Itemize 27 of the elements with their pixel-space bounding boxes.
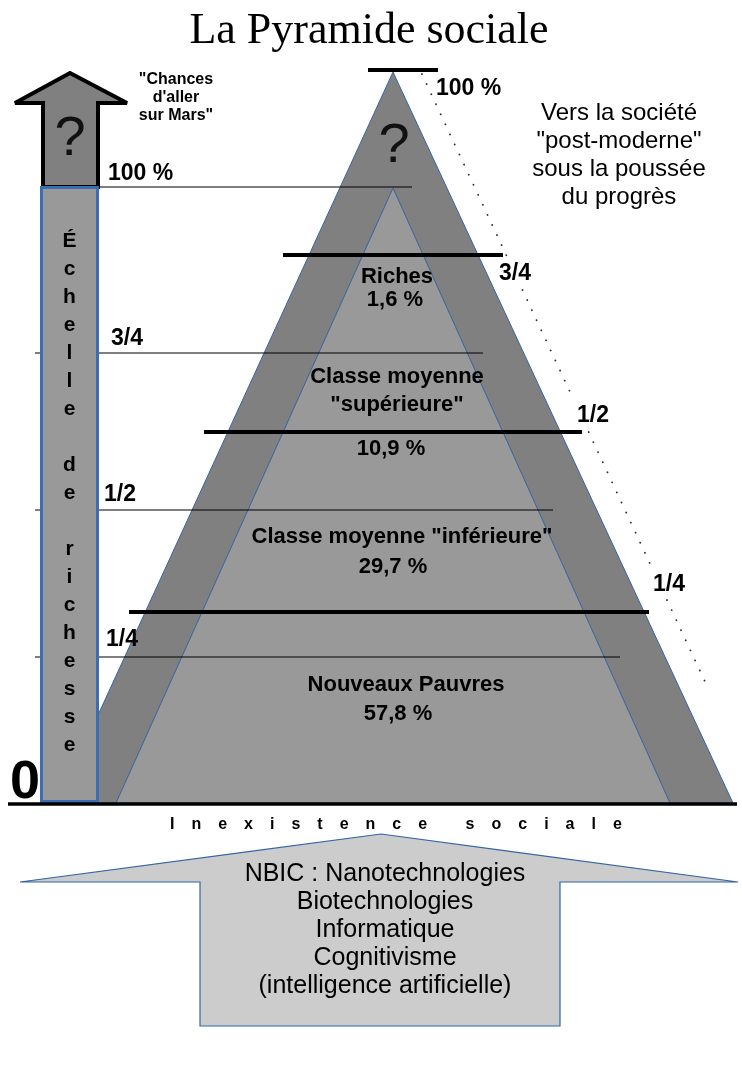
scale-label: 3/4 [499,261,531,284]
question-mark-text: ? [378,115,410,171]
note-text: Vers la société "post-moderne" sous la poussée du progrès [532,98,706,210]
percentage-label: 29,7 % [358,555,428,577]
percentage-label: 1,6 % [366,288,424,310]
vertical-label: Échelle de richesse [61,227,78,757]
scale-label: 100 % [436,76,502,99]
scale-label: 1/4 [653,572,685,595]
outer-pyramid [98,70,734,805]
scale-label: 100 % [108,161,174,184]
question-mark-text: ? [54,108,86,164]
scale-label: 0 [10,758,41,802]
arrow-text: NBIC : Nanotechnologies Biotechnologies Informatique Cognitivisme (intelligence artificielle) [244,858,526,998]
scale-label: 3/4 [111,326,143,349]
base-label: Inexistence sociale [170,816,639,832]
block-arrow [19,833,739,1028]
class-label: Classe moyenne "supérieure" [310,362,484,418]
class-label: Nouveaux Pauvres [307,673,505,695]
percentage-label: 57,8 % [363,702,433,724]
scale-label: 1/2 [577,403,609,426]
class-label: Classe moyenne "inférieure" [251,525,553,547]
percentage-label: 10,9 % [356,437,426,459]
scale-label: 1/2 [104,482,136,505]
class-label: Riches [360,265,434,287]
scale-column [40,186,99,803]
title: La Pyramide sociale [189,7,549,51]
note-text: "Chances d'aller sur Mars" [138,70,214,124]
